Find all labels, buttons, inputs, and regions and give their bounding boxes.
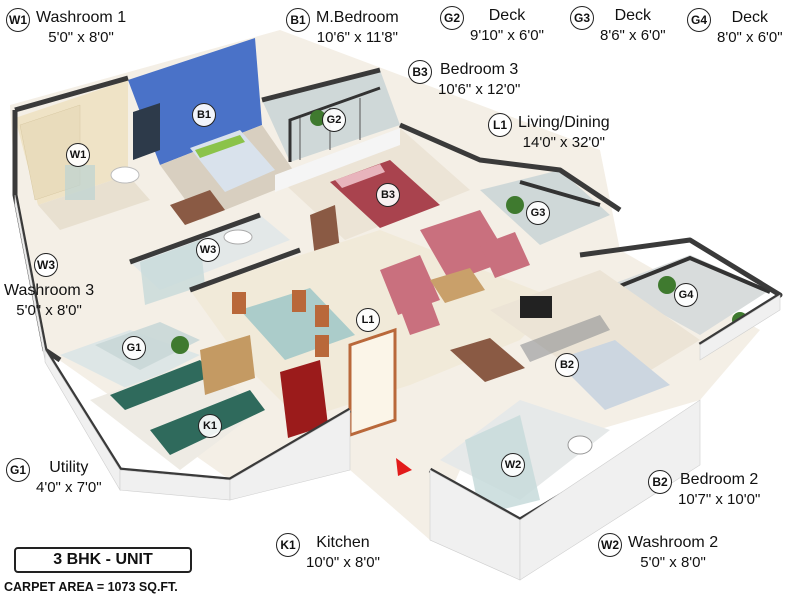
tag-w3: W3 (196, 238, 220, 262)
tag-b3: B3 (376, 183, 400, 207)
tag-g1: G1 (122, 336, 146, 360)
tag-g4: G4 (674, 283, 698, 307)
legend-dim-g3: 8'6" x 6'0" (600, 27, 666, 44)
legend-code-w1: W1 (6, 8, 30, 32)
unit-type-box: 3 BHK - UNIT (14, 547, 192, 573)
tag-b2: B2 (555, 353, 579, 377)
legend-code-l1: L1 (488, 113, 512, 137)
legend-washroom-1: W1 Washroom 1 5'0" x 8'0" (6, 8, 126, 48)
legend-dim-l1: 14'0" x 32'0" (522, 134, 605, 151)
legend-code-b1: B1 (286, 8, 310, 32)
tag-w2: W2 (501, 453, 525, 477)
legend-name-l1: Living/Dining (518, 114, 610, 131)
legend-name-k1: Kitchen (316, 534, 370, 551)
legend-name-b1: M.Bedroom (316, 9, 399, 26)
legend-code-b3: B3 (408, 60, 432, 84)
legend-name-w3: Washroom 3 (4, 282, 95, 299)
utility-g1-area (60, 322, 200, 390)
legend-name-w2: Washroom 2 (628, 534, 719, 551)
legend-name-b3: Bedroom 3 (440, 61, 519, 78)
legend-living-dining: L1 Living/Dining 14'0" x 32'0" (488, 113, 610, 153)
legend-deck-g3: G3 Deck 8'6" x 6'0" (570, 6, 666, 46)
legend-dim-k1: 10'0" x 8'0" (306, 554, 380, 571)
legend-dim-w3: 5'0" x 8'0" (16, 302, 82, 319)
carpet-area-text: CARPET AREA = 1073 SQ.FT. (4, 580, 178, 594)
legend-dim-g2: 9'10" x 6'0" (470, 27, 544, 44)
legend-name-g2: Deck (488, 7, 526, 24)
entry-arrow-icon (396, 458, 412, 476)
tag-w1: W1 (66, 143, 90, 167)
legend-dim-b3: 10'6" x 12'0" (438, 81, 521, 98)
tag-b1: B1 (192, 103, 216, 127)
legend-code-w2: W2 (598, 533, 622, 557)
legend-washroom-3: W3 Washroom 3 5'0" x 8'0" (4, 253, 94, 321)
legend-name-g1: Utility (49, 459, 89, 476)
legend-master-bedroom: B1 M.Bedroom 10'6" x 11'8" (286, 8, 399, 48)
legend-bedroom-2: B2 Bedroom 2 10'7" x 10'0" (648, 470, 760, 510)
legend-dim-g4: 8'0" x 6'0" (717, 29, 783, 46)
tag-k1: K1 (198, 414, 222, 438)
legend-deck-g2: G2 Deck 9'10" x 6'0" (440, 6, 544, 46)
washroom-1-area (15, 80, 150, 230)
legend-code-w3: W3 (34, 253, 58, 277)
legend-kitchen: K1 Kitchen 10'0" x 8'0" (276, 533, 380, 573)
legend-code-g1: G1 (6, 458, 30, 482)
legend-dim-b2: 10'7" x 10'0" (678, 491, 761, 508)
legend-dim-w1: 5'0" x 8'0" (48, 29, 114, 46)
legend-washroom-2: W2 Washroom 2 5'0" x 8'0" (598, 533, 718, 573)
legend-dim-w2: 5'0" x 8'0" (640, 554, 706, 571)
tag-l1: L1 (356, 308, 380, 332)
legend-bedroom-3: B3 Bedroom 3 10'6" x 12'0" (408, 60, 520, 100)
legend-code-k1: K1 (276, 533, 300, 557)
legend-dim-g1: 4'0" x 7'0" (36, 479, 102, 496)
legend-code-g2: G2 (440, 6, 464, 30)
legend-name-b2: Bedroom 2 (680, 471, 759, 488)
legend-code-g3: G3 (570, 6, 594, 30)
legend-dim-b1: 10'6" x 11'8" (316, 29, 398, 46)
bedroom-2-area (450, 270, 700, 410)
legend-name-g3: Deck (614, 7, 652, 24)
legend-name-w1: Washroom 1 (36, 9, 127, 26)
legend-deck-g4: G4 Deck 8'0" x 6'0" (687, 8, 783, 48)
legend-utility: G1 Utility 4'0" x 7'0" (6, 458, 102, 498)
tag-g3: G3 (526, 201, 550, 225)
master-bedroom-area (128, 38, 300, 225)
legend-name-g4: Deck (731, 9, 769, 26)
legend-code-g4: G4 (687, 8, 711, 32)
wall-faces (14, 194, 781, 581)
legend-code-b2: B2 (648, 470, 672, 494)
tag-g2: G2 (322, 108, 346, 132)
